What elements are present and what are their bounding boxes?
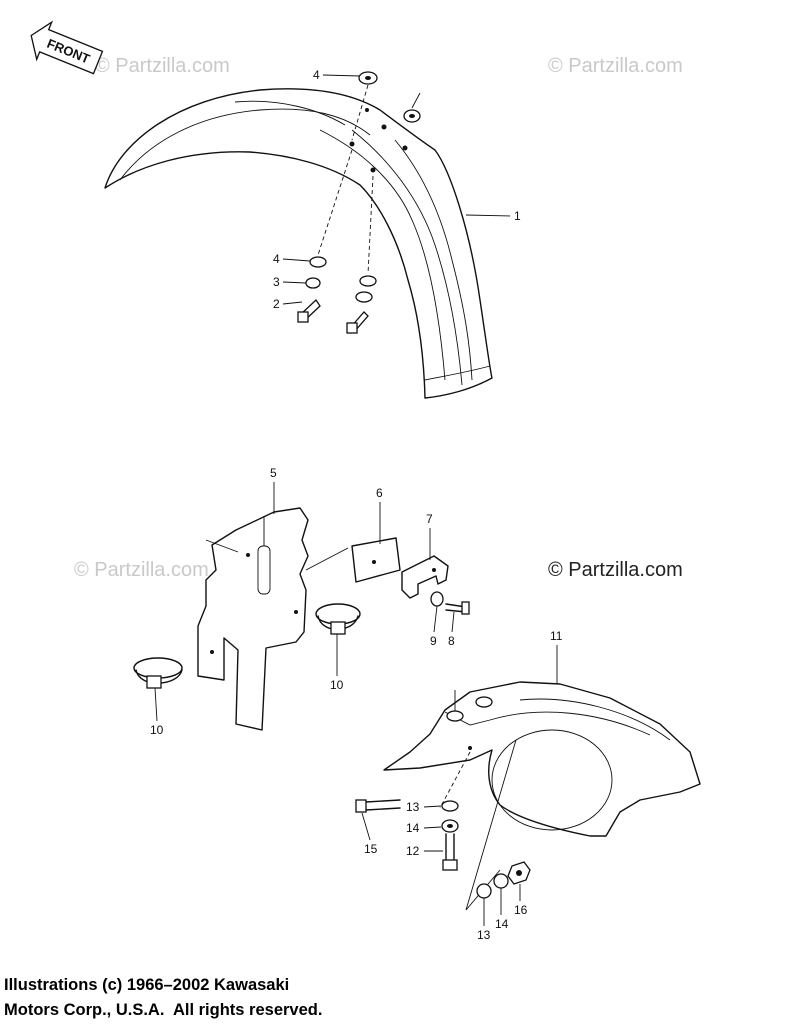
callout-16: 16 — [514, 903, 528, 917]
watermark-top-right: © Partzilla.com — [548, 55, 683, 77]
callout-3: 3 — [273, 275, 280, 289]
clamp-left-illustration — [133, 657, 183, 689]
callout-2: 2 — [273, 297, 280, 311]
callout-12: 12 — [406, 844, 420, 858]
watermark-top-left: © Partzilla.com — [95, 55, 230, 77]
front-fender-callouts: 4 1 4 3 2 — [273, 68, 521, 311]
front-fender-illustration — [104, 88, 493, 399]
rear-fender-callouts: 11 13 14 15 12 13 14 16 — [361, 629, 563, 942]
front-fender-fasteners — [297, 71, 421, 334]
watermark-mid-right: © Partzilla.com — [548, 559, 683, 581]
clamp-right-illustration — [315, 603, 361, 635]
callout-7: 7 — [426, 512, 433, 526]
bracket-callouts: 5 6 7 9 8 10 10 — [150, 466, 455, 737]
callout-5: 5 — [270, 466, 277, 480]
watermark-mid-left: © Partzilla.com — [74, 559, 209, 581]
plate-6-illustration — [351, 537, 401, 583]
rear-fender-fasteners — [355, 799, 531, 899]
copyright-line-2: Motors Corp., U.S.A. All rights reserved… — [4, 1001, 323, 1019]
callout-9: 9 — [430, 634, 437, 648]
copyright-notice: Illustrations (c) 1966–2002 Kawasaki Mot… — [4, 973, 322, 1023]
callout-11: 11 — [550, 629, 563, 643]
callout-6: 6 — [376, 486, 383, 500]
copyright-line-1: Illustrations (c) 1966–2002 Kawasaki — [4, 976, 290, 994]
callout-8: 8 — [448, 634, 455, 648]
bracket-7-illustration — [401, 555, 449, 599]
front-arrow-icon: FRONT — [30, 20, 104, 75]
callout-1: 1 — [514, 209, 521, 223]
callout-14-upper: 14 — [406, 821, 420, 835]
callout-14-lower: 14 — [495, 917, 509, 931]
mounting-plate-illustration — [197, 507, 349, 731]
rear-fender-illustration — [383, 681, 701, 911]
callout-13-upper: 13 — [406, 800, 420, 814]
callout-10-right: 10 — [330, 678, 344, 692]
callout-10-left: 10 — [150, 723, 164, 737]
callout-15: 15 — [364, 842, 378, 856]
callout-4-top: 4 — [313, 68, 320, 82]
callout-13-lower: 13 — [477, 928, 491, 942]
callout-4-lower: 4 — [273, 252, 280, 266]
